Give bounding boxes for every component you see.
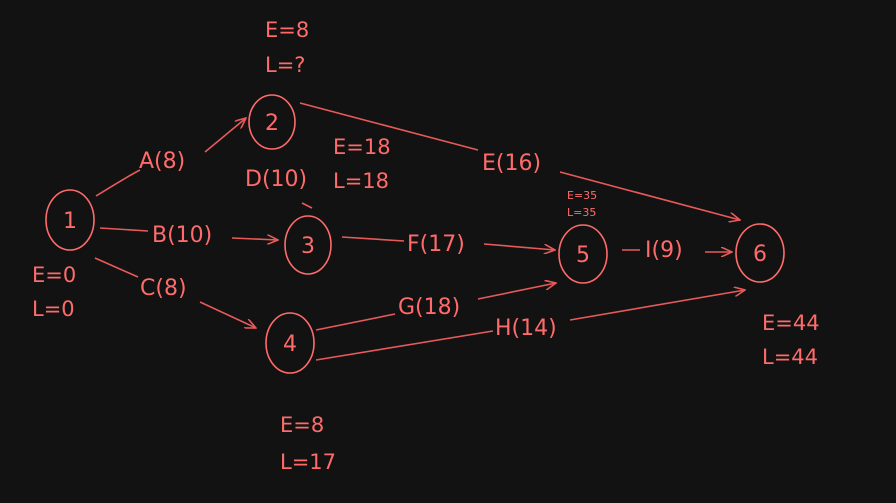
node-2-early: E=8	[265, 18, 309, 42]
node-label: 3	[301, 234, 315, 259]
node-1-early: E=0	[32, 263, 76, 287]
edge-label-i: I(9)	[645, 238, 683, 263]
node-2-late: L=?	[265, 53, 305, 77]
node-6-early: E=44	[762, 311, 820, 335]
node-1-late: L=0	[32, 297, 75, 321]
edge-f	[341, 236, 555, 250]
node-3: 3	[284, 215, 332, 275]
edge-label-f: F(17)	[407, 232, 465, 257]
node-1: 1	[45, 189, 95, 251]
node-label: 6	[753, 242, 767, 267]
node-label: 4	[283, 332, 297, 357]
edge-label-a: A(8)	[139, 149, 185, 174]
node-label: 2	[265, 111, 279, 136]
edge-b	[99, 227, 278, 240]
node-5-late: L=35	[567, 206, 596, 219]
node-5-early: E=35	[567, 189, 597, 202]
edge-g	[315, 283, 556, 331]
node-label: 1	[63, 209, 77, 234]
node-6: 6	[735, 223, 785, 283]
edge-label-g: G(18)	[398, 295, 460, 320]
edge-c	[94, 257, 256, 328]
node-4: 4	[265, 312, 315, 374]
edge-a	[95, 118, 246, 197]
edge-label-b: B(10)	[152, 223, 212, 248]
node-3-early: E=18	[333, 135, 391, 159]
edge-h	[315, 290, 745, 361]
edge-d	[301, 202, 313, 209]
edge-label-e: E(16)	[482, 151, 541, 176]
node-4-late: L=17	[280, 450, 336, 474]
edge-label-h: H(14)	[495, 316, 557, 341]
edge-label-c: C(8)	[140, 276, 187, 301]
edge-e	[299, 102, 740, 220]
node-label: 5	[576, 243, 590, 268]
node-2: 2	[248, 94, 296, 150]
node-5: 5	[558, 224, 608, 284]
edge-label-d: D(10)	[245, 167, 307, 192]
node-4-early: E=8	[280, 413, 324, 437]
node-3-late: L=18	[333, 169, 389, 193]
edge-i	[622, 250, 732, 252]
node-6-late: L=44	[762, 345, 818, 369]
